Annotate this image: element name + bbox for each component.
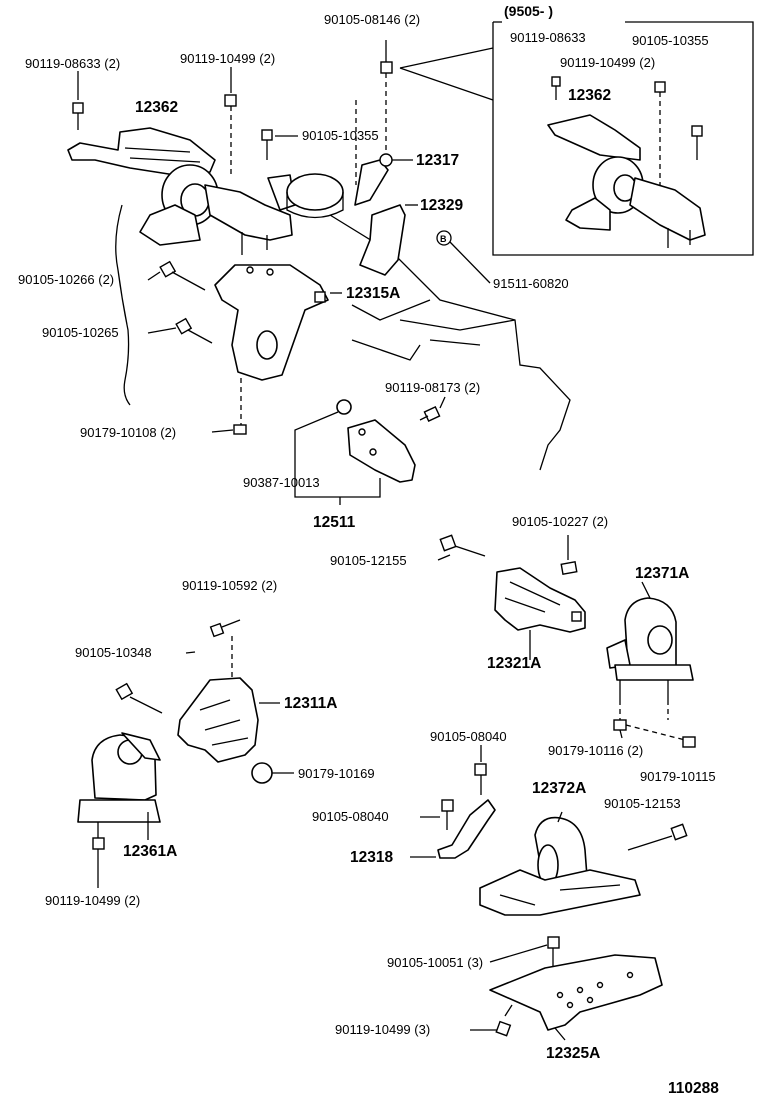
label-90105-10051: 90105-10051 (3) (387, 955, 483, 970)
label-90105-10265: 90105-10265 (42, 325, 119, 340)
bolt-90105-08146 (380, 40, 393, 150)
label-12511: 12511 (313, 514, 356, 531)
label-inset-12362: 12362 (568, 87, 611, 104)
label-12317: 12317 (416, 152, 459, 169)
label-90105-10348: 90105-10348 (75, 645, 152, 660)
bolt-90105-10355 (261, 129, 273, 160)
part-labels: 90105-08146 (2) (9505- ) 90119-08633 901… (18, 3, 719, 1097)
label-90179-10169: 90179-10169 (298, 766, 375, 781)
label-90179-10116: 90179-10116 (2) (548, 743, 643, 758)
stopper-90179-10169 (251, 762, 273, 784)
label-90119-08173: 90119-08173 (2) (385, 380, 480, 395)
bolt-90119-10499-top (224, 94, 237, 175)
label-inset-90119-08633: 90119-08633 (510, 30, 586, 45)
bolt-90119-10592 (209, 619, 241, 680)
label-90105-08040-top: 90105-08040 (430, 729, 507, 744)
bracket-12315A (214, 264, 329, 435)
label-90387-10013: 90387-10013 (243, 475, 320, 490)
label-9505-variant: (9505- ) (504, 3, 553, 19)
label-inset-90105-10355: 90105-10355 (632, 33, 709, 48)
label-90179-10115: 90179-10115 (640, 769, 716, 784)
label-90105-10266: 90105-10266 (2) (18, 272, 114, 287)
label-figure-number: 110288 (668, 1080, 719, 1097)
label-inset-90119-10499: 90119-10499 (2) (560, 55, 655, 70)
mount-12372A (479, 816, 641, 916)
label-12325A: 12325A (546, 1045, 600, 1062)
bolt-90105-12153 (627, 823, 688, 851)
label-90119-10499-top: 90119-10499 (2) (180, 51, 275, 66)
bracket-12317 (354, 100, 393, 206)
bolt-90105-08040-a (474, 745, 487, 795)
label-12361A: 12361A (123, 843, 177, 860)
bolt-90119-08633 (72, 102, 84, 130)
label-90105-10355: 90105-10355 (302, 128, 379, 143)
mount-12371A (606, 597, 696, 748)
bolt-90105-10266 (159, 260, 206, 291)
bolt-90105-10227 (560, 535, 578, 575)
mount-12362 (67, 127, 344, 255)
marker-b: B (436, 230, 491, 284)
inset-frame (399, 21, 754, 256)
label-12311A: 12311A (284, 695, 337, 712)
bracket-12311A (177, 677, 259, 763)
label-90119-10499-bottom: 90119-10499 (3) (335, 1022, 430, 1037)
label-90105-10227: 90105-10227 (2) (512, 514, 608, 529)
bolt-90105-08040-b (441, 799, 454, 830)
label-90119-08633: 90119-08633 (2) (25, 56, 120, 71)
engine-outline (329, 214, 571, 471)
bolt-90119-10499-bottom (495, 1004, 513, 1037)
label-12318: 12318 (350, 849, 393, 866)
bolt-90105-12155 (439, 534, 486, 557)
label-91511-60820: 91511-60820 (493, 276, 569, 291)
inset-mount-12362 (547, 76, 706, 248)
label-90179-10108: 90179-10108 (2) (80, 425, 176, 440)
bracket-12318 (437, 799, 496, 859)
label-12372A: 12372A (532, 780, 586, 797)
marker-b-label: B (440, 234, 447, 244)
label-90119-10499-left: 90119-10499 (2) (45, 893, 140, 908)
label-90119-10592: 90119-10592 (2) (182, 578, 277, 593)
bolt-90105-10348 (115, 682, 163, 714)
label-12362: 12362 (135, 99, 178, 116)
leader-lines (77, 67, 651, 1041)
label-90105-08040: 90105-08040 (312, 809, 389, 824)
label-90105-12153: 90105-12153 (604, 796, 681, 811)
plate-12325A (489, 954, 663, 1031)
label-90105-12155: 90105-12155 (330, 553, 407, 568)
label-90105-08146: 90105-08146 (2) (324, 12, 420, 27)
damper-12511 (294, 399, 441, 505)
bolt-90105-10265 (175, 317, 213, 344)
label-12371A: 12371A (635, 565, 689, 582)
label-12329: 12329 (420, 197, 463, 214)
label-12321A: 12321A (487, 655, 541, 672)
label-12315A: 12315A (346, 285, 400, 302)
bracket-12321A (494, 567, 586, 633)
bracket-12329 (359, 204, 406, 276)
mount-12361A (77, 732, 161, 870)
